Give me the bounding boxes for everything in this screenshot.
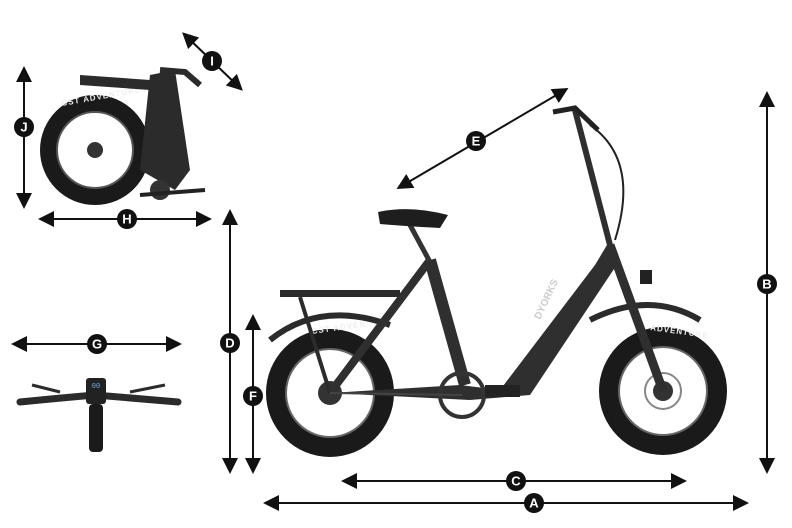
folded-rack xyxy=(80,75,150,90)
dimension-label-i: I xyxy=(202,51,222,71)
dimension-label-d: D xyxy=(220,333,240,353)
saddle xyxy=(378,209,448,228)
fork xyxy=(605,243,668,393)
svg-text:H: H xyxy=(122,212,131,227)
dimension-label-g: G xyxy=(87,334,107,354)
dimension-label-a: A xyxy=(524,493,544,513)
folded-frame xyxy=(140,70,190,190)
main-bike: CST ADVEN ADVENTURE DYORKS xyxy=(266,105,727,457)
dimension-label-c: C xyxy=(506,471,526,491)
handlebar-top-view: 00 xyxy=(16,378,182,452)
dimension-label-h: H xyxy=(117,209,137,229)
svg-text:C: C xyxy=(511,474,521,489)
svg-text:I: I xyxy=(210,54,214,69)
svg-text:G: G xyxy=(92,337,102,352)
svg-text:D: D xyxy=(225,336,234,351)
dimension-label-e: E xyxy=(466,131,486,151)
stem xyxy=(572,109,613,246)
rear-rack xyxy=(280,290,400,297)
dimension-label-j: J xyxy=(14,117,34,137)
front-tire-top xyxy=(89,404,103,452)
pedal xyxy=(485,385,520,397)
frame xyxy=(330,240,620,400)
seat-tube xyxy=(424,258,471,387)
folded-bike: CST ADVENTURE xyxy=(40,67,206,205)
display-unit xyxy=(86,378,106,404)
frame-logo: DYORKS xyxy=(533,278,561,322)
svg-text:E: E xyxy=(472,134,481,149)
dimension-label-f: F xyxy=(243,386,263,406)
svg-text:F: F xyxy=(249,389,257,404)
svg-text:J: J xyxy=(20,120,27,135)
disc-brake xyxy=(644,372,682,410)
svg-text:B: B xyxy=(762,277,771,292)
svg-text:A: A xyxy=(529,496,539,511)
display-readout: 00 xyxy=(92,383,100,391)
seat-post xyxy=(407,223,433,264)
dimension-label-b: B xyxy=(757,274,777,294)
headlight xyxy=(640,270,652,284)
